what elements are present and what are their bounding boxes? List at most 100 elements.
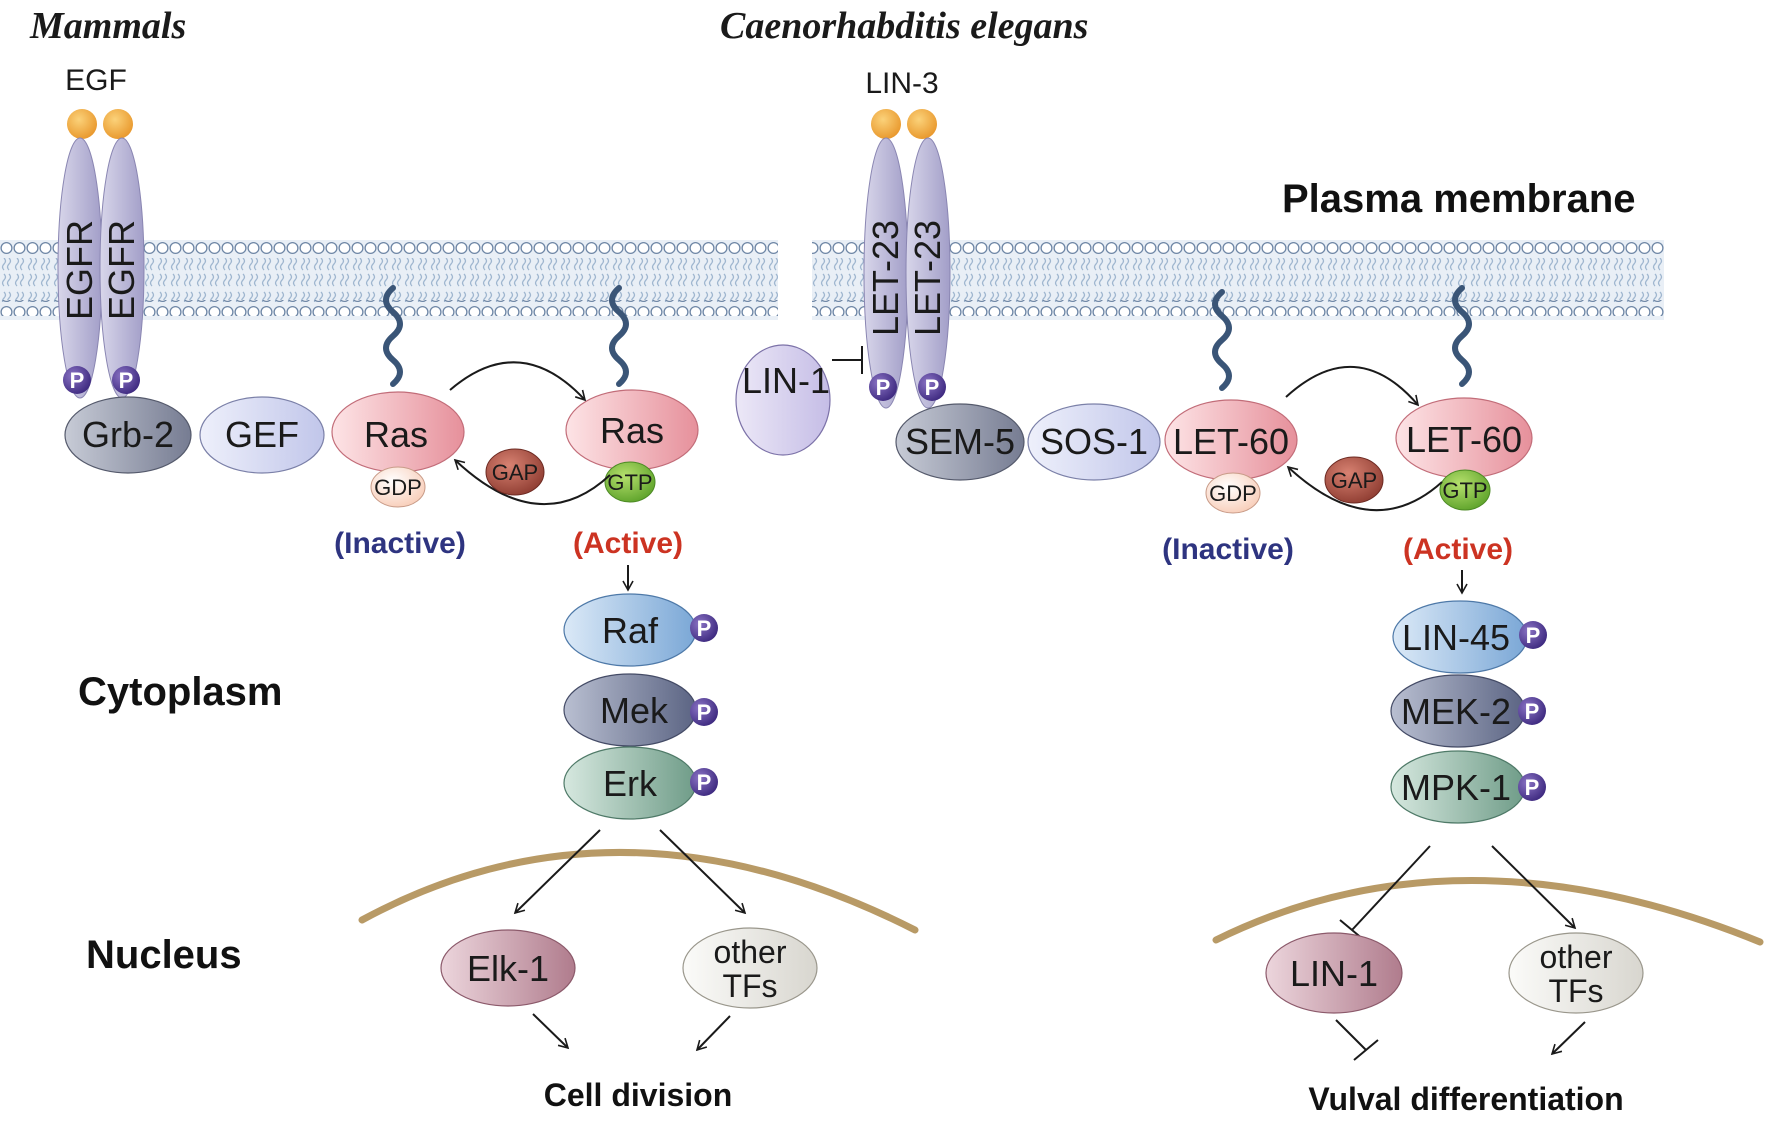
sos1-protein (1027, 403, 1161, 481)
other-tfs-label: other (1540, 939, 1613, 975)
ras-label: Ras (600, 410, 664, 451)
phospho-badge: P (690, 698, 718, 726)
svg-text:GTP: GTP (607, 470, 652, 495)
mpk1-label: MPK-1 (1401, 767, 1511, 808)
ras-lipid-anchor (609, 285, 629, 387)
phospho-badge: P (690, 768, 718, 796)
other-tfs-label: TFs (722, 968, 777, 1004)
elk1-outcome-arrow (532, 1013, 570, 1050)
gtp-badge: GTP (1439, 469, 1491, 511)
ras-label: Ras (364, 414, 428, 455)
svg-text:P: P (119, 368, 134, 393)
phospho-badge: P (63, 366, 91, 394)
plasma-membrane-worm (812, 240, 1664, 320)
lin3-ligand-label: LIN-3 (865, 67, 938, 100)
svg-text:P: P (1525, 699, 1540, 724)
svg-text:GTP: GTP (1442, 478, 1487, 503)
lin1-inhibitor (735, 344, 831, 456)
elk1-factor (440, 929, 576, 1007)
phospho-badge: P (1518, 697, 1546, 725)
egf-ligand (103, 109, 133, 139)
gef-label: GEF (225, 414, 299, 455)
let60-lipid-anchor (1452, 285, 1472, 387)
inactive-label: (Inactive) (1162, 533, 1294, 566)
let60-lipid-anchor (1212, 289, 1232, 391)
sem5-protein (895, 403, 1025, 481)
lin1-outcome-inhibition (1335, 1019, 1367, 1051)
raf-label: Raf (602, 610, 659, 651)
gtp-badge: GTP (604, 461, 656, 503)
nuclear-envelope (358, 848, 919, 934)
mek-label: Mek (600, 690, 669, 731)
other-tfs-label: other (714, 934, 787, 970)
svg-text:P: P (697, 616, 712, 641)
phospho-badge: P (1519, 621, 1547, 649)
lin3-ligand (871, 109, 901, 139)
svg-text:P: P (697, 700, 712, 725)
vulval-differentiation-label: Vulval differentiation (1308, 1081, 1623, 1117)
let60-label: LET-60 (1406, 419, 1522, 460)
erk-to-elk1-arrow (513, 829, 601, 915)
let23-receptor (905, 137, 951, 409)
other-tfs-label: TFs (1548, 973, 1603, 1009)
elk1-label: Elk-1 (467, 948, 549, 989)
lin3-ligand (907, 109, 937, 139)
cell-division-label: Cell division (544, 1077, 732, 1113)
mammals-title: Mammals (29, 5, 186, 47)
ras-lipid-anchor (383, 285, 403, 387)
phospho-badge: P (1518, 773, 1546, 801)
other-tfs (682, 927, 818, 1009)
svg-text:P: P (70, 368, 85, 393)
grb2-protein (64, 396, 192, 474)
egf-ligand-label: EGF (65, 64, 127, 97)
nuclear-envelope (1212, 877, 1764, 946)
erk-label: Erk (603, 763, 658, 804)
gdp-badge: GDP (370, 466, 426, 508)
lin45-label: LIN-45 (1402, 617, 1510, 658)
gap-protein: GAP (485, 448, 545, 496)
let60-label: LET-60 (1173, 421, 1289, 462)
mek2-label: MEK-2 (1401, 691, 1511, 732)
active-label: (Active) (1403, 533, 1513, 566)
gap-hydrolysis-arrow (1286, 465, 1443, 512)
svg-text:P: P (925, 375, 940, 400)
svg-text:P: P (876, 375, 891, 400)
mpk1-to-tfs-arrow (1491, 845, 1577, 930)
phospho-badge: P (690, 614, 718, 642)
mpk1-to-lin1-inhibition (1351, 845, 1431, 931)
cytoplasm-label: Cytoplasm (78, 670, 283, 714)
erk-to-tfs-arrow (659, 829, 747, 915)
svg-text:P: P (1525, 775, 1540, 800)
svg-text:GDP: GDP (1209, 481, 1257, 506)
egf-ligand (67, 109, 97, 139)
inactive-label: (Inactive) (334, 527, 466, 560)
active-label: (Active) (573, 527, 683, 560)
phospho-badge: P (112, 366, 140, 394)
sem5-label: SEM-5 (905, 421, 1015, 462)
svg-text:GDP: GDP (374, 475, 422, 500)
grb2-label: Grb-2 (82, 414, 174, 455)
ras-activation-arrow (449, 361, 587, 402)
gap-protein: GAP (1324, 456, 1384, 504)
lin1-factor-label: LIN-1 (1290, 953, 1378, 994)
let23-label: LET-23 (865, 220, 906, 336)
other-tfs (1508, 932, 1644, 1014)
celegans-title: Caenorhabditis elegans (720, 5, 1088, 47)
gdp-badge: GDP (1205, 472, 1261, 514)
tfs-outcome-arrow (695, 1015, 731, 1052)
plasma-membrane-label: Plasma membrane (1282, 177, 1636, 221)
lin1-label: LIN-1 (742, 360, 830, 401)
lin1-factor (1265, 932, 1403, 1014)
gef-protein (199, 396, 325, 474)
lin1-outcome-inhibition-bar (1353, 1039, 1379, 1061)
svg-text:GAP: GAP (492, 460, 538, 485)
phospho-badge: P (918, 373, 946, 401)
svg-text:GAP: GAP (1331, 468, 1377, 493)
let23-label: LET-23 (907, 220, 948, 336)
egfr-label: EGFR (101, 220, 142, 320)
sos1-label: SOS-1 (1040, 421, 1148, 462)
svg-text:P: P (1526, 623, 1541, 648)
phospho-badge: P (869, 373, 897, 401)
svg-text:P: P (697, 770, 712, 795)
let60-activation-arrow (1285, 366, 1420, 407)
